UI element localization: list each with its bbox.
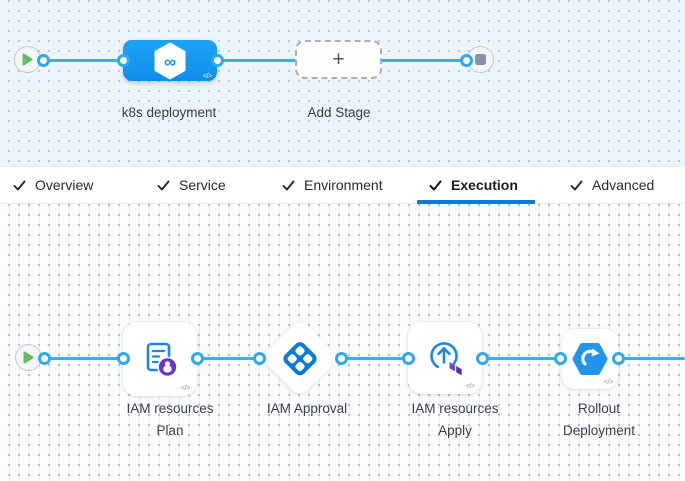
step-node-rollout-deployment[interactable]: </> [562,329,618,389]
tab-execution[interactable]: Execution [429,167,518,203]
step-node-iam-resources-apply[interactable]: </> [408,322,482,394]
stage-pipeline-canvas: ∞ </> + k8s deployment Add Stage [0,0,685,166]
check-icon [429,179,442,192]
connector-point[interactable] [211,54,224,67]
tab-label: Service [179,177,226,193]
step-yaml-toggle-icon[interactable]: </> [465,381,476,390]
check-icon [157,179,170,192]
step-label: IAM resources Apply [411,401,499,438]
step-label: IAM Approval [266,401,348,416]
tab-label: Execution [451,177,518,193]
check-icon [570,179,583,192]
tab-service[interactable]: Service [157,167,226,203]
connector-point[interactable] [117,54,130,67]
connector-point[interactable] [612,352,625,365]
stage-connector-line [40,58,470,62]
play-icon [23,351,34,364]
step-label: Rollout Deployment [562,401,636,438]
tab-environment[interactable]: Environment [282,167,383,203]
rollout-deployment-icon [572,343,608,375]
connector-point[interactable] [476,352,489,365]
pipeline-end-node[interactable] [467,46,494,73]
connector-point[interactable] [335,352,348,365]
step-label: IAM resources Plan [126,401,214,438]
connector-point[interactable] [402,352,415,365]
connector-point[interactable] [37,54,50,67]
approval-diamond-icon [280,338,320,378]
active-tab-indicator [417,200,535,204]
tab-label: Advanced [592,177,655,193]
tab-overview[interactable]: Overview [13,167,93,203]
execution-connector-line [40,356,685,360]
stage-config-tab-bar: Overview Service Environment Execution A… [0,166,685,204]
tab-advanced[interactable]: Advanced [570,167,654,203]
step-yaml-toggle-icon[interactable]: </> [603,377,614,386]
tab-label: Environment [304,177,383,193]
connector-point[interactable] [117,352,130,365]
pipeline-start-node[interactable] [14,46,41,73]
connector-point[interactable] [253,352,266,365]
plus-icon: + [332,47,345,71]
check-icon [282,179,295,192]
step-node-iam-resources-plan[interactable]: </> [123,322,197,396]
connector-point[interactable] [460,54,473,67]
add-stage-label: Add Stage [307,105,371,120]
connector-point[interactable] [191,352,204,365]
tab-label: Overview [35,177,94,193]
svg-text:∞: ∞ [164,52,176,71]
execution-start-node[interactable] [15,344,42,371]
stage-node-k8s-deployment[interactable]: ∞ </> [123,40,217,81]
pipeline-infinity-icon: ∞ [154,42,186,79]
terraform-apply-icon [430,342,462,376]
step-yaml-toggle-icon[interactable]: </> [180,383,191,392]
play-icon [22,53,33,66]
stage-yaml-toggle-icon[interactable]: </> [202,71,213,80]
connector-point[interactable] [554,352,567,365]
stop-icon [475,54,486,65]
check-icon [13,179,26,192]
execution-graph-canvas: </> </> </> I [0,204,685,481]
terraform-logo-badge [449,362,462,376]
connector-point[interactable] [38,352,51,365]
terraform-plan-icon [146,342,178,378]
add-stage-button[interactable]: + [295,40,382,79]
step-node-iam-approval[interactable] [260,318,340,398]
stage-name-label: k8s deployment [121,105,217,120]
